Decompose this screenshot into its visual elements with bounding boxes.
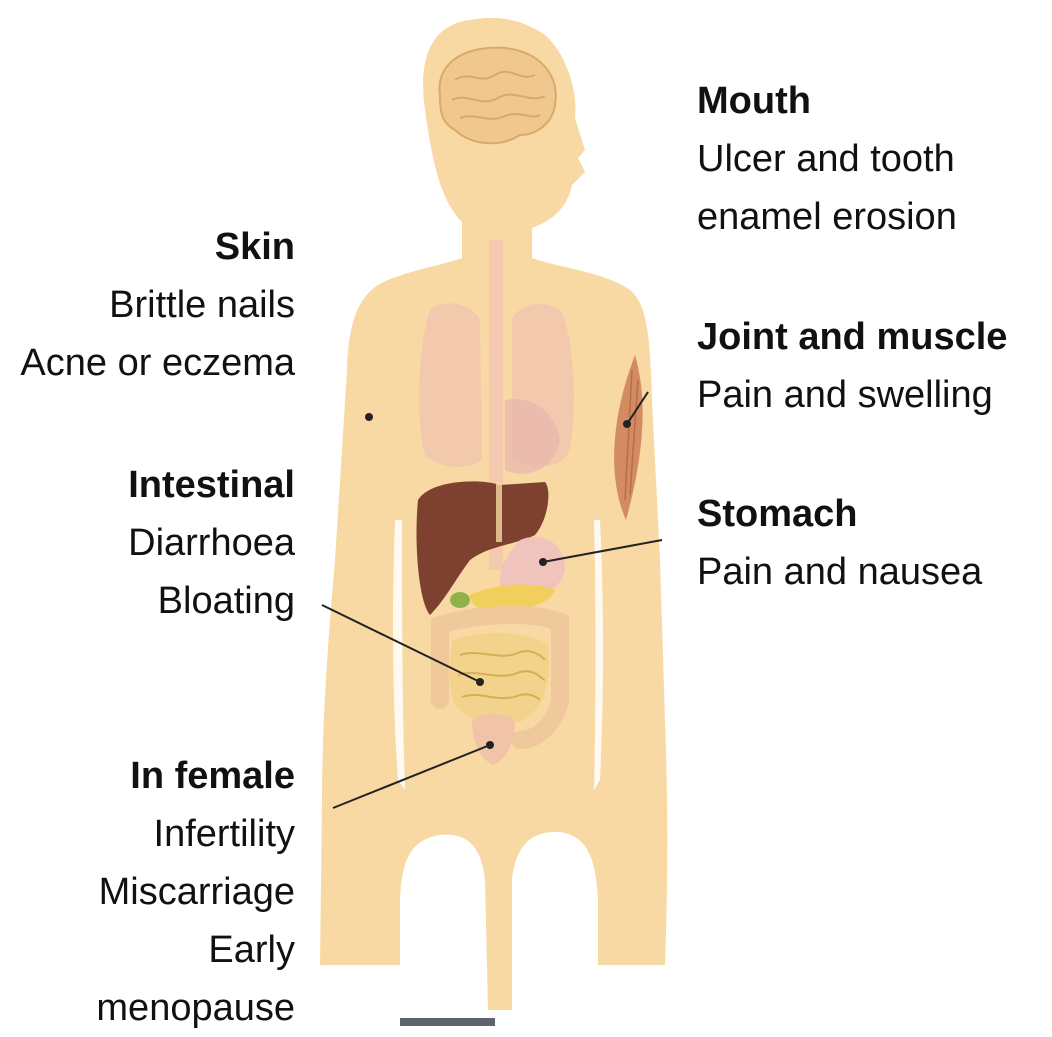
liver	[416, 481, 549, 615]
dot-skin	[365, 413, 373, 421]
colon	[431, 605, 569, 749]
label-joint: Joint and muscle Pain and swelling	[697, 308, 1007, 424]
label-stomach: Stomach Pain and nausea	[697, 485, 982, 601]
marker-dots	[365, 413, 631, 749]
label-stomach-title: Stomach	[697, 493, 858, 535]
right-arm-gap	[594, 520, 603, 790]
label-skin-line-2: Acne or eczema	[20, 342, 295, 384]
label-intestinal: Intestinal Diarrhoea Bloating	[128, 456, 295, 630]
label-stomach-line-1: Pain and nausea	[697, 551, 983, 593]
label-female-title: In female	[130, 755, 295, 797]
heart	[505, 399, 560, 474]
label-intestinal-title: Intestinal	[128, 464, 295, 506]
leader-lines	[321, 391, 663, 809]
label-intestinal-line-2: Bloating	[157, 580, 295, 622]
label-joint-title: Joint and muscle	[697, 316, 1008, 358]
label-female-line-2: Miscarriage	[98, 871, 295, 913]
label-female-line-4: menopause	[96, 987, 295, 1029]
label-mouth-line-1: Ulcer and tooth	[697, 138, 955, 180]
dot-joint	[623, 420, 631, 428]
dot-intestinal	[476, 678, 484, 686]
label-mouth-title: Mouth	[697, 80, 811, 122]
label-joint-line-1: Pain and swelling	[697, 374, 993, 416]
liver-divide	[496, 482, 502, 542]
label-intestinal-line-1: Diarrhoea	[128, 522, 295, 564]
leader-stomach	[542, 539, 663, 563]
label-mouth-line-2: enamel erosion	[697, 196, 957, 238]
pancreas	[470, 584, 555, 612]
stomach	[500, 536, 565, 596]
brain	[438, 46, 557, 145]
leader-joint	[626, 391, 649, 425]
label-skin: Skin Brittle nails Acne or eczema	[20, 218, 295, 392]
label-female-line-3: Early	[208, 929, 295, 971]
label-female-line-1: Infertility	[153, 813, 295, 855]
dot-female	[486, 741, 494, 749]
label-skin-line-1: Brittle nails	[109, 284, 295, 326]
label-mouth: Mouth Ulcer and tooth enamel erosion	[697, 72, 957, 246]
left-arm-gap	[393, 520, 405, 790]
bottom-bar	[400, 1018, 495, 1026]
uterus	[472, 714, 515, 765]
label-skin-title: Skin	[214, 226, 295, 268]
small-intestine	[449, 633, 550, 725]
gallbladder	[450, 592, 470, 608]
label-female: In female Infertility Miscarriage Early …	[96, 747, 295, 1037]
dot-stomach	[539, 558, 547, 566]
leader-intestinal	[321, 604, 481, 683]
leader-female	[332, 744, 491, 809]
